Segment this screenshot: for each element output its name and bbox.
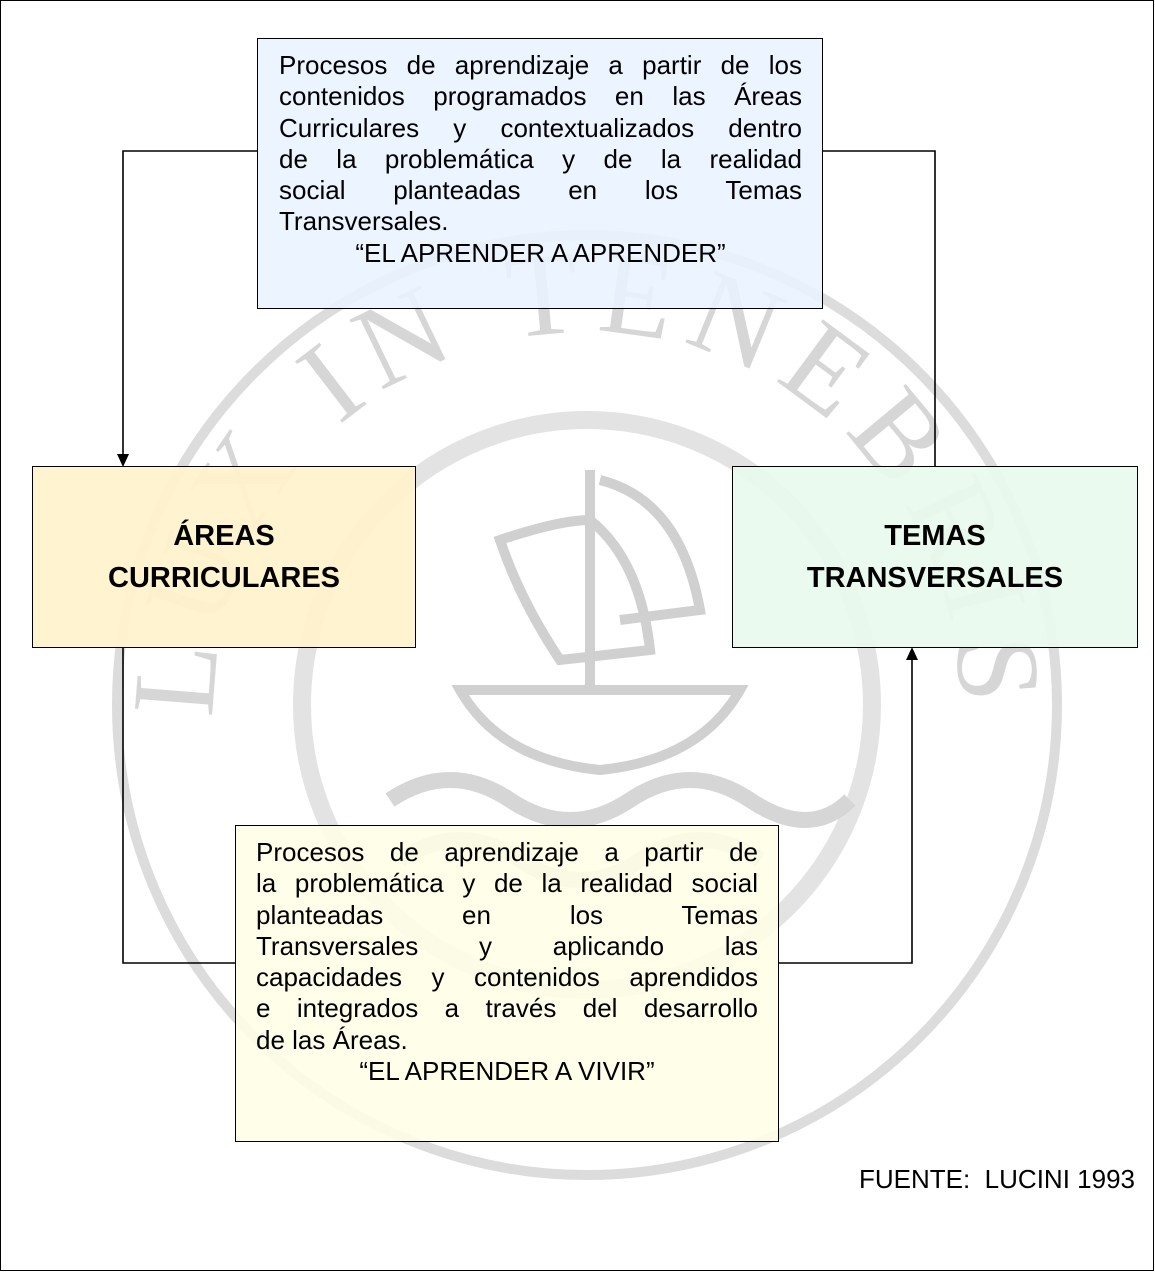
connector-temas-to-top (823, 150, 936, 466)
source-citation: FUENTE: LUCINI 1993 (859, 1164, 1135, 1194)
seal-ship-icon (451, 470, 749, 776)
box-bottom-line: capacidades y contenidos aprendidos (256, 962, 758, 993)
box-bottom-line: la problemática y de la realidad social (256, 868, 758, 899)
learning-to-learn-box: Procesos de aprendizaje a partir de los … (257, 38, 823, 309)
box-top-line: Procesos de aprendizaje a partir de los (279, 50, 802, 80)
learning-to-learn-motto: “EL APRENDER A APRENDER” (355, 237, 726, 268)
areas-curriculares-box: ÁREAS CURRICULARES (32, 466, 416, 648)
learning-to-live-text: Procesos de aprendizaje a partir de la p… (256, 837, 758, 1056)
temas-title-line2: TRANSVERSALES (806, 562, 1064, 594)
learning-to-learn-text: Procesos de aprendizaje a partir de los … (279, 50, 802, 238)
areas-title-line2: CURRICULARES (108, 562, 340, 594)
arrowhead-down-icon (117, 454, 129, 467)
box-bottom-line: Transversales y aplicando las (256, 930, 758, 961)
temas-transversales-box: TEMAS TRANSVERSALES (732, 466, 1138, 648)
box-top-line: contenidos programados en las Áreas (279, 81, 802, 112)
box-bottom-line: Procesos de aprendizaje a partir de (256, 837, 758, 867)
box-top-line: de la problemática y de la realidad (279, 143, 802, 174)
box-top-line: Curriculares y contextualizados dentro (279, 112, 802, 143)
areas-title-line1: ÁREAS (173, 520, 275, 552)
learning-to-live-motto: “EL APRENDER A VIVIR” (359, 1056, 655, 1087)
temas-title-line1: TEMAS (884, 520, 986, 552)
box-top-line: social planteadas en los Temas (279, 175, 802, 206)
arrowhead-up-icon (906, 647, 918, 660)
connector-areas-to-bottom (122, 648, 235, 964)
learning-to-live-box: Procesos de aprendizaje a partir de la p… (235, 825, 779, 1142)
box-top-line: Transversales. (279, 206, 449, 237)
box-bottom-line: planteadas en los Temas (256, 899, 758, 930)
box-bottom-line: de las Áreas. (256, 1024, 408, 1055)
connector-bottom-to-temas (779, 658, 913, 964)
connector-top-to-areas (122, 150, 257, 456)
box-bottom-line: e integrados a través del desarrollo (256, 993, 758, 1024)
